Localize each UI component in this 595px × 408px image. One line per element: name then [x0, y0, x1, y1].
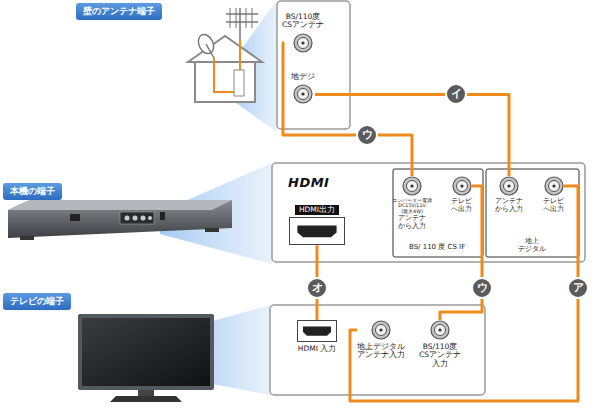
port-node: BS/110度 CSアンテナ 入力 [419, 320, 461, 368]
port-label: 地デジ [291, 73, 315, 81]
group-label: 地上 デジタル [516, 238, 548, 253]
port-group-frame [393, 169, 483, 257]
port-node: テレビ へ出力 [543, 176, 564, 214]
jack-icon [402, 176, 422, 196]
jack-icon [499, 176, 519, 196]
cable-connector [315, 94, 509, 176]
jack-icon [544, 176, 564, 196]
port-node: HDMI 入力 [297, 320, 337, 353]
house-illustration [188, 8, 262, 102]
port-label: アンテナ から入力 [495, 198, 523, 214]
callout-letter: イ [445, 83, 467, 105]
group-label: BS/ 110 度 CS IF [407, 244, 467, 252]
port-node: BS/110度 CSアンテナ [282, 13, 324, 53]
recorder-illustration [8, 200, 232, 240]
port-node: HDMI出力 [289, 205, 345, 245]
section-tag: 本機の端子 [3, 183, 62, 200]
unit-panel [272, 163, 585, 262]
jack-icon [430, 320, 450, 340]
tv-illustration [78, 314, 214, 402]
port-label: HDMI 入力 [298, 345, 336, 353]
hdmi-port-icon [289, 217, 345, 245]
port-group-frame [486, 169, 579, 257]
port-label: HDMI出力 [295, 205, 339, 215]
port-node: 地上デジタル アンテナ入力 [357, 320, 405, 360]
port-node: テレビ へ出力 [451, 176, 472, 214]
port-node: アンテナ から入力 [495, 176, 523, 214]
callout-letter: ア [567, 277, 589, 299]
section-tag: 壁のアンテナ端子 [76, 3, 162, 20]
port-label: アンテナ から入力 [398, 215, 426, 231]
hdmi-port-icon [297, 320, 337, 342]
port-label: テレビ へ出力 [451, 198, 472, 214]
jack-icon [293, 33, 313, 53]
jack-icon [371, 320, 391, 340]
cable-connector [282, 43, 412, 176]
port-node: コンバーター電源 DC15V/11V (最大4W)アンテナ から入力 [392, 176, 432, 231]
port-node: 地デジ [291, 73, 315, 104]
hdmi-logo: HDMI [288, 175, 329, 190]
port-label: テレビ へ出力 [543, 198, 564, 214]
callout-letter: ウ [356, 124, 378, 146]
section-tag: テレビの端子 [3, 293, 71, 310]
jack-icon [452, 176, 472, 196]
cable-connector [440, 186, 482, 320]
callout-letter: ウ [471, 277, 493, 299]
wall-panel [277, 1, 350, 129]
port-label: コンバーター電源 DC15V/11V (最大4W) [392, 198, 432, 214]
port-label: 地上デジタル アンテナ入力 [357, 343, 405, 360]
tv-panel [270, 305, 485, 395]
jack-icon [293, 84, 313, 104]
port-label: BS/110度 CSアンテナ 入力 [419, 343, 461, 368]
callout-letter: オ [306, 277, 328, 299]
cable-connector [350, 186, 578, 401]
port-label: BS/110度 CSアンテナ [282, 13, 324, 30]
